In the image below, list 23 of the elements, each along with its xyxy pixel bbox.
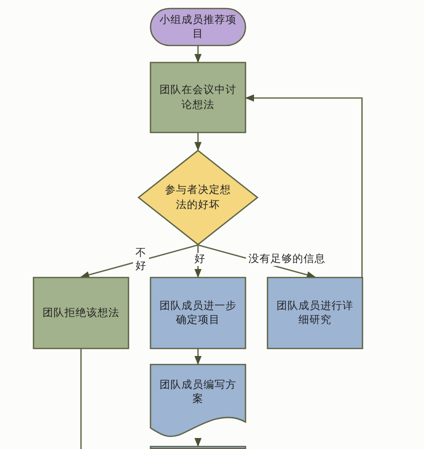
process-box [150,277,246,349]
node-text: 团队成员编写方案 [158,378,238,406]
process-box [33,277,129,349]
arrow [194,349,202,365]
document-shape [150,364,246,438]
arrow [194,133,202,151]
arrow [194,46,202,63]
node-text: 团队拒绝该想法 [42,306,120,320]
edge-label: 好 [192,253,208,266]
arrow [245,94,363,277]
process-box [267,277,363,349]
node-text: 参与者决定想法的好坏 [164,183,232,212]
start-terminal [150,8,246,46]
decision-diamond [138,150,258,245]
edge-label: 不好 [133,247,149,272]
node-text: 团队成员进行详细研究 [276,298,354,328]
node-text: 团队成员进一步确定项目 [158,298,238,328]
process-box [150,62,246,133]
arrow [194,438,202,447]
node-text: 团队在会议中讨论想法 [158,83,238,112]
node-text: 小组成员推荐项目 [158,12,238,42]
process-box [150,446,246,449]
edge-label: 没有足够的信息 [246,253,328,266]
